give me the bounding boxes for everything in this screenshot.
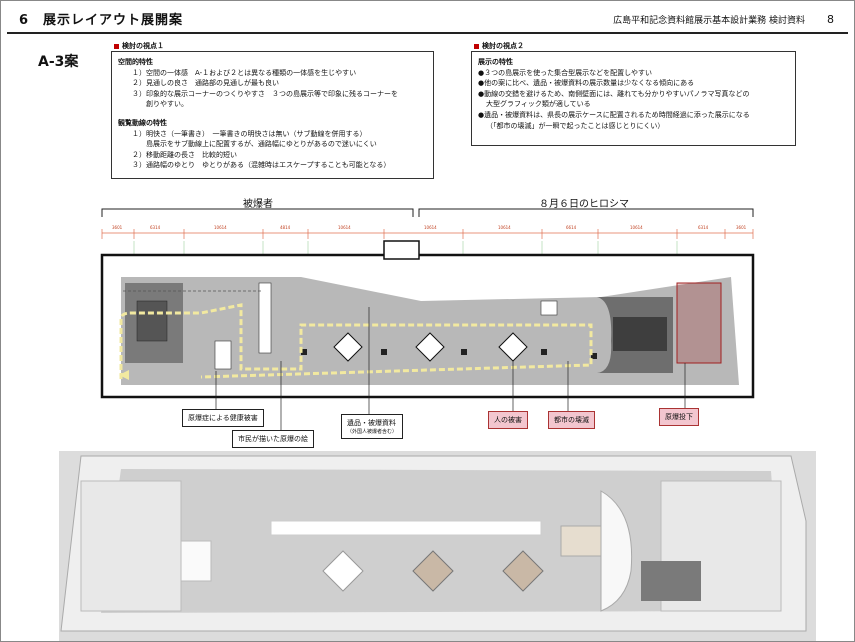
callout-health-damage: 原爆症による健康被害	[182, 409, 264, 427]
page-number: 8	[827, 13, 834, 26]
heading-circulation: 観覧動線の特性	[118, 118, 167, 127]
page-title: 6 展示レイアウト展開案	[19, 13, 184, 28]
left-section-label: 検討の視点１	[114, 41, 164, 51]
callout-citizen-drawings: 市民が描いた原爆の絵	[232, 430, 314, 448]
spatial-item: ３）印象的な展示コーナーのつくりやすさ ３つの島展示等で印象に残るコーナーを	[132, 89, 398, 98]
exhibit-item-continued: （「都市の壊滅」が一瞬で起ったことは感じとりにくい）	[486, 121, 665, 130]
spatial-item-continued: 創りやすい。	[146, 100, 188, 109]
spatial-item: １）空間の一体感 A-１および２とは異なる種類の一体感を生じやすい	[132, 68, 357, 77]
callout-atomic-bombing: 原爆投下	[659, 408, 699, 426]
zone-label-hibakusha: 被爆者	[243, 199, 273, 210]
callout-human-damage: 人の被害	[488, 411, 528, 429]
heading-spatial: 空間的特性	[118, 58, 153, 66]
dimension-labels: 3601 6314 10614 4814 10614 10614 10614 6…	[112, 225, 747, 230]
document-name: 広島平和記念資料館展示基本設計業務 検討資料	[613, 16, 805, 26]
callout-city-destruction: 都市の壊滅	[548, 411, 595, 429]
callout-relics-sub: （外国人被爆者含む）	[347, 429, 398, 435]
callout-relics: 遺品・被爆資料 （外国人被爆者含む）	[341, 414, 404, 439]
header-divider	[7, 32, 848, 34]
right-section-label: 検討の視点２	[474, 41, 524, 51]
circulation-item-continued: 島展示をサブ動線上に配置するが、通路幅にゆとりがあるので迷いにくい	[146, 140, 377, 149]
exhibit-item: ●他の案に比べ、遺品・被爆資料の展示数量は少なくなる傾向にある	[478, 79, 695, 88]
spatial-item: ２）見通しの良さ 通路部の見通しが最も良い	[132, 79, 279, 88]
zone-label-august6: ８月６日のヒロシマ	[539, 199, 629, 210]
right-section-box: 展示の特性 ●３つの島展示を使った集合型展示などを配置しやすい ●他の案に比べ、…	[471, 51, 796, 146]
exhibit-item: ●動線の交錯を避けるため、南側壁面には、離れても分かりやすいパノラマ写真などの	[478, 89, 750, 98]
heading-exhibit: 展示の特性	[478, 58, 513, 66]
red-square-icon	[474, 43, 479, 49]
circulation-item: ３）通路幅のゆとり ゆとりがある（混雑時はエスケープすることも可能となる）	[132, 161, 391, 170]
red-square-icon	[114, 43, 119, 49]
left-section-box: 空間的特性 １）空間の一体感 A-１および２とは異なる種類の一体感を生じやすい …	[111, 51, 434, 179]
exhibit-item-continued: 大型グラフィック類が適している	[486, 100, 591, 109]
circulation-item: ２）移動距離の長さ 比較的短い	[132, 150, 237, 159]
exhibit-item: ●３つの島展示を使った集合型展示などを配置しやすい	[478, 68, 653, 77]
exhibit-item: ●遺品・被爆資料は、県長の展示ケースに配置されるため時間経過に添った展示になる	[478, 110, 750, 119]
circulation-item: １）明快さ（一筆書き） 一筆書きの明快さは無い（サブ動線を併用する）	[132, 129, 367, 138]
document-header: 広島平和記念資料館展示基本設計業務 検討資料 8	[613, 13, 834, 26]
plan-name: A-3案	[38, 54, 79, 70]
